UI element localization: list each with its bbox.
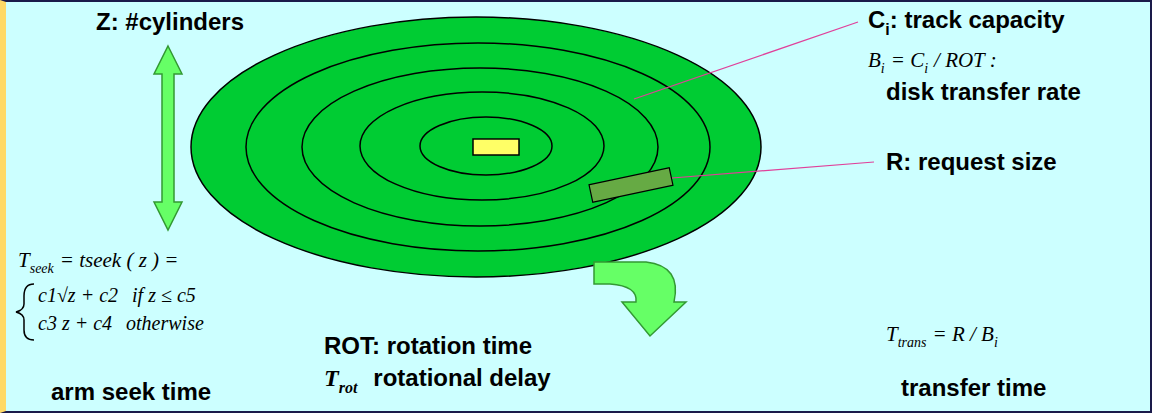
text-layer: Z: #cylindersCi: track capacityBi= Ci/ R… <box>6 2 1152 413</box>
spindle-hub <box>473 139 519 155</box>
text-line: Tseek= tseek ( z ) = <box>18 248 179 272</box>
text-line: Trotrotational delay <box>324 364 551 393</box>
label-text: disk transfer rate <box>886 78 1081 106</box>
label-text: R: request size <box>886 148 1057 176</box>
subscript-text: rot <box>339 379 358 397</box>
text-line: transfer time <box>901 374 1046 402</box>
track-ellipse <box>360 92 604 200</box>
label-text: if z ≤ c5 <box>132 284 196 307</box>
subscript-text: seek <box>30 261 54 277</box>
text-line: ROT: rotation time <box>324 332 532 360</box>
label-text: Z: #cylinders <box>96 8 244 36</box>
text-line: Ci: track capacity <box>868 6 1065 34</box>
label-text: T <box>886 322 898 346</box>
text-line: R: request size <box>886 148 1057 176</box>
subscript-text: i <box>994 335 998 351</box>
disk-platter <box>191 17 761 277</box>
label-text: otherwise <box>126 312 204 335</box>
label-text: T <box>324 365 339 393</box>
subscript-text: i <box>885 21 889 39</box>
label-text: T <box>18 248 30 272</box>
label-text: c3 z + c4 <box>38 312 112 335</box>
text-line: arm seek time <box>51 378 211 406</box>
label-text: = R / B <box>932 322 993 346</box>
text-line: Z: #cylinders <box>96 8 244 36</box>
leader-line <box>634 22 858 99</box>
subscript-text: i <box>881 61 885 77</box>
text-line: c1√z + c2 if z ≤ c5 <box>38 284 196 307</box>
text-line: Ttrans= R / Bi <box>886 322 998 346</box>
label-text: = tseek ( z ) = <box>60 248 179 272</box>
text-line: Bi= Ci/ ROT : <box>868 48 997 72</box>
case-brace <box>16 284 34 340</box>
label-text: C <box>868 6 885 34</box>
label-text: = C <box>891 48 924 72</box>
track-ellipse <box>246 43 710 251</box>
label-text: c1√z + c2 <box>38 284 118 307</box>
label-text: rotational delay <box>373 364 550 392</box>
label-text: ROT: rotation time <box>324 332 532 360</box>
label-text: arm seek time <box>51 378 211 406</box>
text-line: c3 z + c4 otherwise <box>38 312 204 335</box>
track-ellipse <box>302 68 658 226</box>
leader-line <box>672 162 874 178</box>
label-text: / ROT : <box>934 48 997 72</box>
rotation-arrow <box>594 262 686 336</box>
subscript-text: i <box>924 61 928 77</box>
track-ellipse <box>191 17 761 277</box>
label-text: B <box>868 48 881 72</box>
subscript-text: trans <box>898 335 927 351</box>
request-sector <box>589 168 673 203</box>
seek-double-arrow <box>154 46 182 230</box>
label-text: : track capacity <box>890 6 1065 34</box>
text-line: disk transfer rate <box>886 78 1081 106</box>
label-text: transfer time <box>901 374 1046 402</box>
track-ellipse <box>420 117 552 175</box>
